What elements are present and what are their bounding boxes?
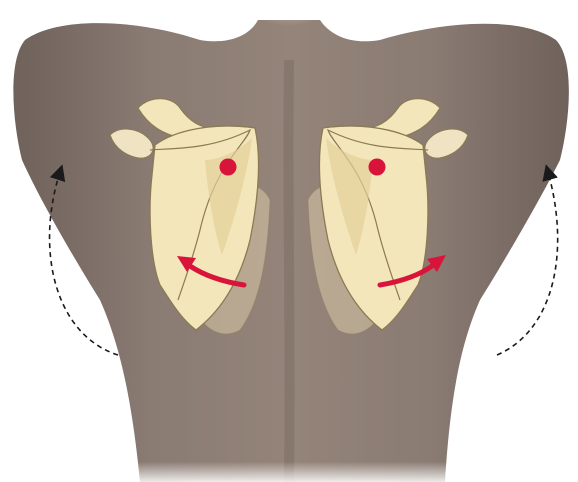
right-pivot-dot-icon: [369, 159, 386, 176]
bottom-fade: [0, 380, 578, 482]
left-pivot-dot-icon: [220, 159, 237, 176]
